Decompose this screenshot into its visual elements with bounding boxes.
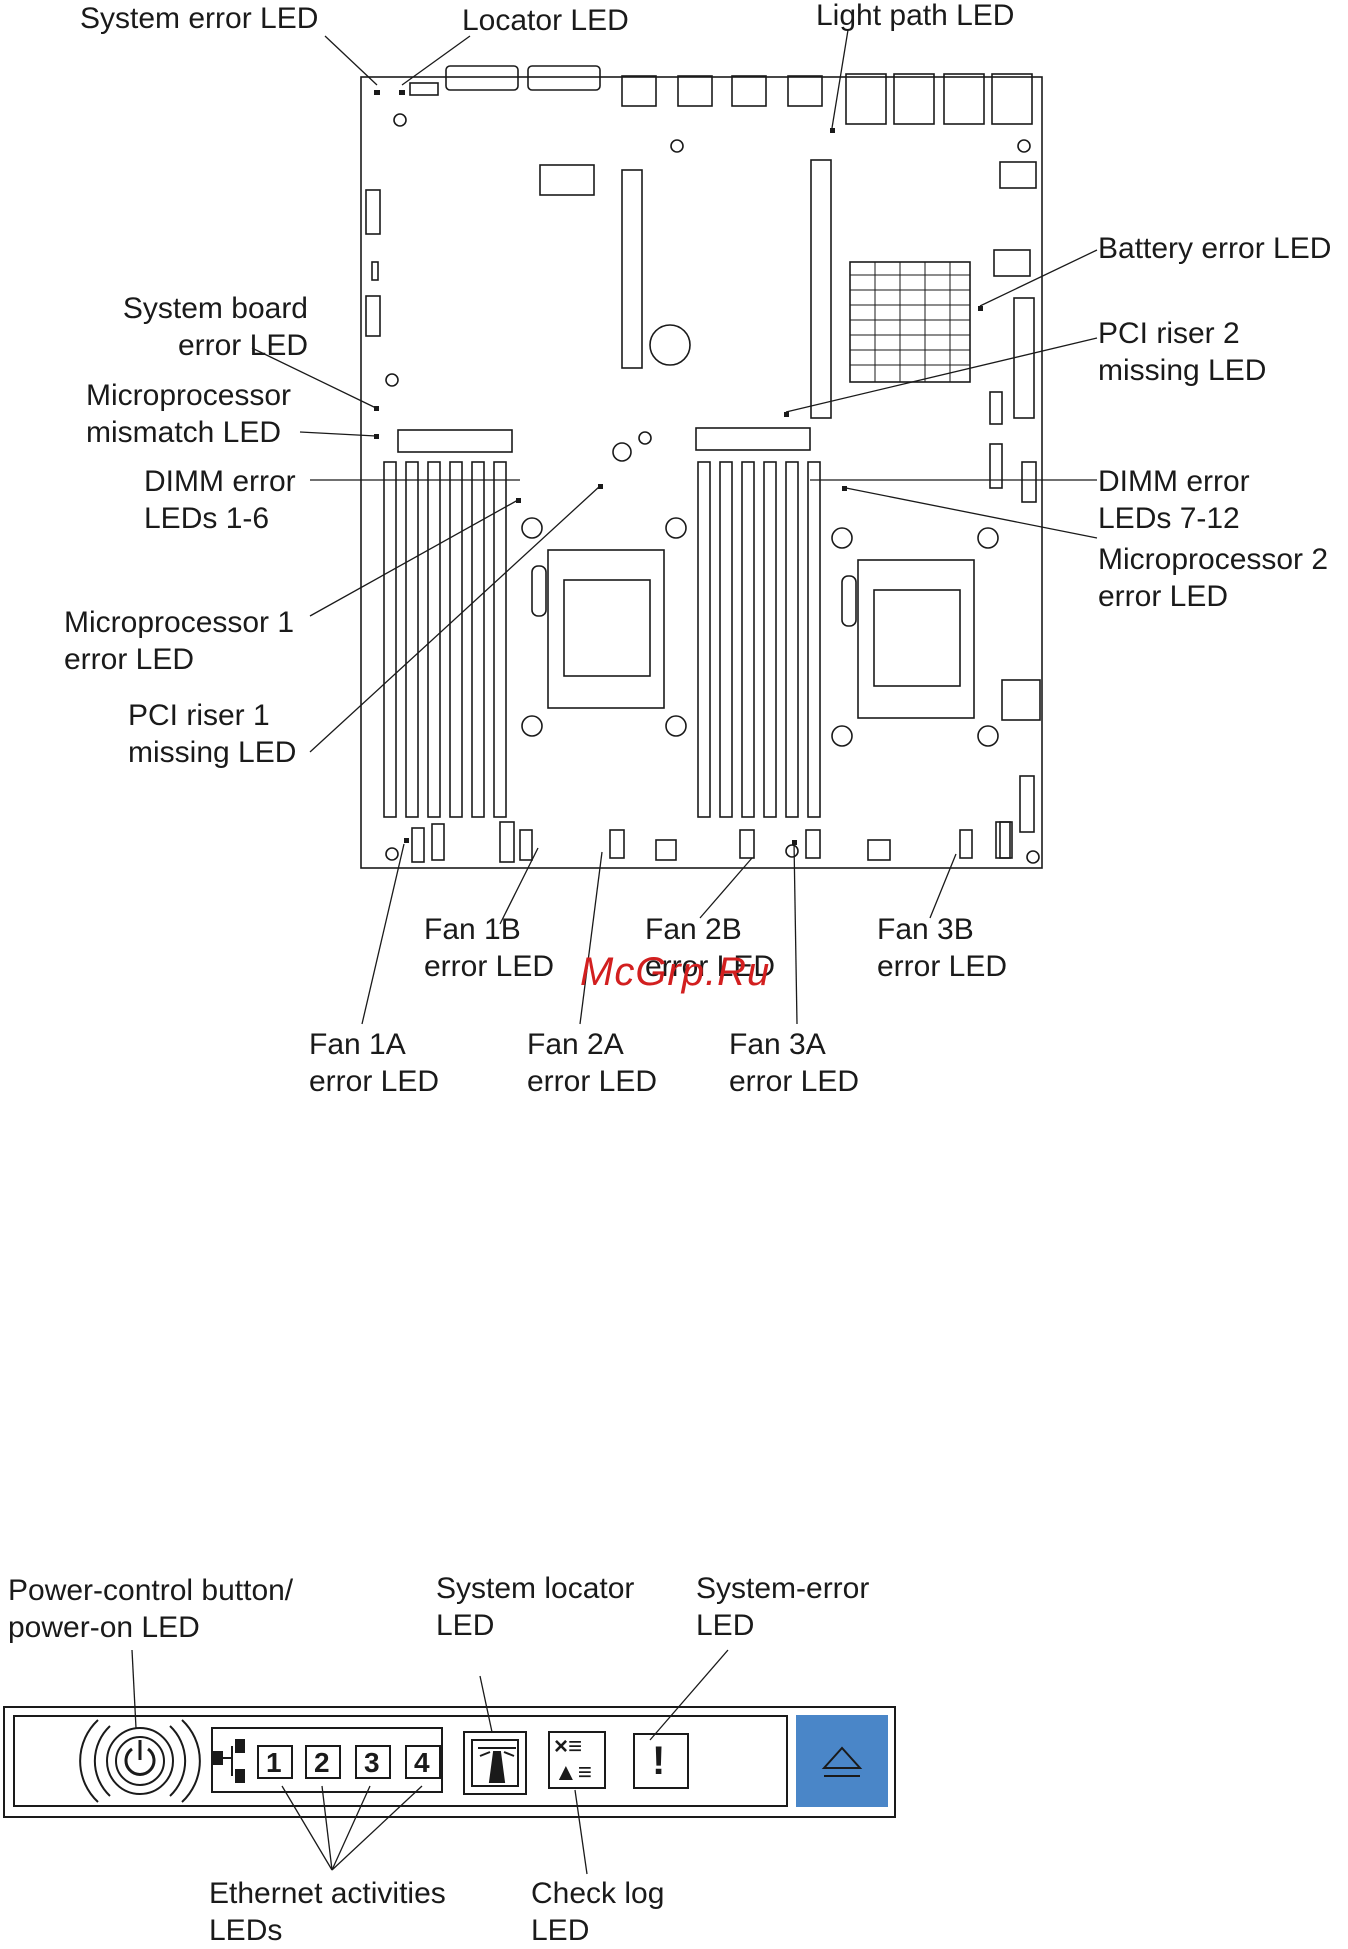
label-system-error-led-panel: System-error LED — [696, 1572, 870, 1642]
label-microprocessor-2-error-led: Microprocessor 2 error LED — [1098, 543, 1329, 613]
label-microprocessor-1-error-led: Microprocessor 1 error LED — [64, 606, 295, 676]
ethernet-led-4: 4 — [414, 1747, 430, 1778]
label-ethernet-activities-leds: Ethernet activities LEDs — [209, 1877, 446, 1947]
ethernet-led-3: 3 — [364, 1747, 380, 1778]
label-light-path-led: Light path LED — [816, 0, 1015, 32]
label-dimm-error-leds-7-12: DIMM error LEDs 7-12 — [1098, 465, 1250, 535]
check-log-icon: ×≡ ▲≡ — [554, 1733, 592, 1786]
operator-panel-drawing — [3, 1649, 896, 1875]
label-fan-2a-error-led: Fan 2A error LED — [527, 1028, 658, 1098]
system-error-icon: ! — [652, 1739, 666, 1783]
label-fan-1b-error-led: Fan 1B error LED — [424, 913, 555, 983]
label-system-locator-led: System locator LED — [436, 1572, 635, 1642]
label-fan-3b-error-led: Fan 3B error LED — [877, 913, 1008, 983]
microprocessor-1-socket — [531, 549, 665, 709]
check-log-led-box — [548, 1731, 606, 1789]
label-battery-error-led: Battery error LED — [1098, 232, 1332, 265]
ethernet-led-2: 2 — [314, 1747, 330, 1778]
label-dimm-error-leds-1-6: DIMM error LEDs 1-6 — [144, 465, 296, 535]
label-pci-riser-2-missing-led: PCI riser 2 missing LED — [1098, 317, 1267, 387]
label-fan-1a-error-led: Fan 1A error LED — [309, 1028, 440, 1098]
label-check-log-led: Check log LED — [531, 1877, 665, 1947]
ethernet-led-1: 1 — [266, 1747, 282, 1778]
label-fan-3a-error-led: Fan 3A error LED — [729, 1028, 860, 1098]
microprocessor-2-socket — [841, 559, 975, 719]
system-locator-led-box — [463, 1731, 527, 1795]
label-pci-riser-1-missing-led: PCI riser 1 missing LED — [128, 699, 297, 769]
label-system-board-error-led: System board error LED — [122, 292, 308, 362]
label-system-error-led: System error LED — [80, 2, 319, 35]
label-locator-led: Locator LED — [462, 4, 629, 37]
system-error-led-box — [633, 1733, 689, 1789]
label-microprocessor-mismatch-led: Microprocessor mismatch LED — [86, 379, 292, 449]
system-board-outline — [360, 76, 1043, 869]
chipset-heatsink — [849, 261, 971, 383]
eject-button — [796, 1715, 888, 1807]
label-fan-2b-error-led: Fan 2B error LED — [645, 913, 776, 983]
dimm-slots-1-6 — [383, 461, 507, 818]
watermark: McGrp.Ru — [580, 950, 771, 994]
dimm-slots-7-12 — [697, 461, 821, 818]
label-power-control-button: Power-control button/ power-on LED — [8, 1574, 294, 1644]
